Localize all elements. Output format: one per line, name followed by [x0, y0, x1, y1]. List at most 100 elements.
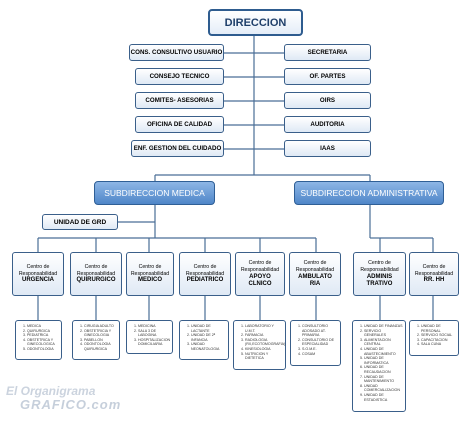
- staff-box-comites: COMITES- ASESORIAS: [135, 92, 224, 109]
- staff-box-consultivo: CONS. CONSULTIVO USUARIO: [129, 44, 224, 61]
- unit-list: UNIDAD DE FINANZASSERVICIO GENERALESALIM…: [356, 324, 403, 402]
- unit-line: Responsabilidad: [295, 267, 335, 273]
- list-item: SERVICIO SOCIAL: [421, 333, 456, 338]
- staff-box-secretaria: SECRETARIA: [284, 44, 371, 61]
- list-ambulatoria: CONSULTORIO ADOSADO AT. PRIMARIACONSULTO…: [290, 320, 341, 366]
- staff-box-oirs: OIRS: [284, 92, 371, 109]
- unit-line: Centro de: [422, 263, 446, 270]
- subdireccion-medica-label: SUBDIRECCION MEDICA: [104, 188, 205, 198]
- staff-label: ENF. GESTION DEL CUIDADO: [133, 145, 222, 152]
- list-medico: MEDICINASALA 3 DE LABOGINAHOSPITALIZACIO…: [126, 320, 173, 354]
- unit-line: Centro de: [26, 263, 50, 270]
- unit-line: Centro de: [303, 260, 327, 267]
- list-item: QUIRURGICA: [27, 329, 59, 334]
- unit-list: CIRUGIA ADULTOOBSTETRICIA Y GINECOLOGIAP…: [76, 324, 117, 352]
- unit-line: Centro de: [248, 260, 272, 267]
- unit-line: Responsabilidad: [414, 270, 454, 277]
- unit-list: UNIDAD DE PERSONALSERVICIO SOCIALCAPACIT…: [413, 324, 456, 347]
- unit-name: RIA: [309, 280, 321, 287]
- unit-name: RR. HH: [423, 277, 445, 284]
- staff-box-calidad: OFICINA DE CALIDAD: [135, 116, 224, 133]
- list-item: SERVICIO GENERALES: [364, 329, 403, 338]
- unidad-grd-box: UNIDAD DE GRD: [42, 214, 118, 230]
- list-urgencia: MEDICAQUIRURGICAPEDIATRICAOBSTETRICA Y G…: [15, 320, 62, 360]
- unit-line: Responsabilidad: [130, 270, 170, 277]
- list-item: PEDIATRICA: [27, 333, 59, 338]
- list-apoyo-clinico: LABORATORIO Y U.M.T.FARMACIARADIOLOGIA (…: [233, 320, 286, 370]
- unit-name: PEDIATRICO: [186, 277, 224, 284]
- subdireccion-medica-box: SUBDIRECCION MEDICA: [94, 181, 215, 205]
- unit-box-pediatrico: Centro de Responsabilidad PEDIATRICO: [179, 252, 231, 296]
- subdireccion-administrativa-label: SUBDIRECCION ADMINISTRATIVA: [300, 188, 438, 198]
- list-item: UNIDAD DE FINANZAS: [364, 324, 403, 329]
- list-item: CAPACITACION: [421, 338, 456, 343]
- list-item: ALIMENTACION CENTRAL: [364, 338, 403, 347]
- list-item: UNIDAD DE PERSONAL: [421, 324, 456, 333]
- direccion-label: DIRECCION: [224, 16, 287, 29]
- unit-line: Centro de: [368, 260, 391, 267]
- list-item: CONSULTORIO DE ESPECIALIDAD: [302, 338, 338, 347]
- staff-label: IAAS: [320, 145, 335, 152]
- list-item: UNIDAD DE MANTENIMIENTO: [364, 375, 403, 384]
- list-item: UNIDAD DE ABASTECIMIENTO: [364, 347, 403, 356]
- staff-label: OIRS: [319, 97, 336, 104]
- unit-list: MEDICINASALA 3 DE LABOGINAHOSPITALIZACIO…: [130, 324, 170, 347]
- unit-list: LABORATORIO Y U.M.T.FARMACIARADIOLOGIA (…: [237, 324, 285, 361]
- subdireccion-administrativa-box: SUBDIRECCION ADMINISTRATIVA: [294, 181, 444, 205]
- list-item: RADIOLOGIA (RX,ECOTOMOGRAFIA): [245, 338, 285, 347]
- unit-name: QUIRURGICO: [76, 277, 116, 284]
- unit-box-urgencia: Centro de Responsabilidad URGENCIA: [12, 252, 64, 296]
- unit-name: ADMINIS: [366, 273, 393, 280]
- unit-list: CONSULTORIO ADOSADO AT. PRIMARIACONSULTO…: [294, 324, 338, 356]
- list-item: UNIDAD NEONATOLOGIA: [191, 342, 226, 351]
- unit-name: APOYO: [249, 273, 271, 280]
- list-item: ODONTOLOGIA: [27, 347, 59, 352]
- list-item: UNIDAD COMERCIALIZACION: [364, 384, 403, 393]
- list-item: PABELLON: [84, 338, 117, 343]
- list-item: UNIDAD DE LACTANTE: [191, 324, 226, 333]
- list-item: UNIDAD DE ESTADISTICA: [364, 393, 403, 402]
- staff-box-auditoria: AUDITORIA: [284, 116, 371, 133]
- list-item: MEDICINA: [138, 324, 170, 329]
- unidad-grd-label: UNIDAD DE GRD: [53, 218, 107, 226]
- unit-name: MEDICO: [138, 277, 162, 284]
- staff-label: CONSEJO TECNICO: [149, 73, 210, 80]
- unit-name: AMBULATO: [298, 273, 332, 280]
- unit-line: Centro de: [138, 263, 162, 270]
- staff-label: AUDITORIA: [310, 121, 345, 128]
- staff-label: OF. PARTES: [309, 73, 346, 80]
- list-item: OBSTETRICA Y GINECOLOGICA: [27, 338, 59, 347]
- list-item: KINESIOLOGIA: [245, 347, 283, 352]
- unit-box-administrativo: Centro de Responsabilidad ADMINIS TRATIV…: [353, 252, 406, 296]
- staff-label: COMITES- ASESORIAS: [145, 97, 214, 104]
- list-item: UNIDAD DE RECAUDACION: [364, 365, 403, 374]
- watermark-line-1: El Organigrama: [6, 384, 96, 398]
- list-administrativo: UNIDAD DE FINANZASSERVICIO GENERALESALIM…: [352, 320, 406, 412]
- unit-list: MEDICAQUIRURGICAPEDIATRICAOBSTETRICA Y G…: [19, 324, 59, 352]
- list-item: ODONTOLOGIA QUIRURGICA: [84, 342, 117, 351]
- list-item: HOSPITALIZACION DOMICILIARIA: [138, 338, 170, 347]
- list-item: FARMACIA: [245, 333, 283, 338]
- staff-box-iaas: IAAS: [284, 140, 371, 157]
- direccion-box: DIRECCION: [208, 9, 303, 36]
- list-item: UNIDAD DE 2ª INFANCIA: [191, 333, 226, 342]
- unit-box-apoyo-clinico: Centro de Responsabilidad APOYO CLNICO: [235, 252, 285, 296]
- unit-line: Responsabilidad: [360, 267, 399, 273]
- list-item: OBSTETRICIA Y GINECOLOGIA: [84, 329, 117, 338]
- unit-box-rrhh: Centro de Responsabilidad RR. HH: [409, 252, 459, 296]
- list-item: MEDICA: [27, 324, 59, 329]
- staff-label: SECRETARIA: [307, 49, 348, 56]
- list-item: SALA 3 DE LABOGINA: [138, 329, 170, 338]
- unit-name: TRATIVO: [366, 280, 393, 287]
- list-item: S.O.M.E.: [302, 347, 338, 352]
- list-item: NUTRICION Y DIETETICA: [245, 352, 283, 361]
- staff-label: CONS. CONSULTIVO USUARIO: [130, 49, 223, 56]
- list-item: LABORATORIO Y U.M.T.: [245, 324, 283, 333]
- list-item: CIRUGIA ADULTO: [84, 324, 117, 329]
- unit-line: Responsabilidad: [76, 270, 116, 277]
- unit-line: Centro de: [84, 263, 108, 270]
- unit-line: Responsabilidad: [185, 270, 225, 277]
- unit-line: Responsabilidad: [240, 267, 280, 273]
- unit-line: Centro de: [193, 263, 217, 270]
